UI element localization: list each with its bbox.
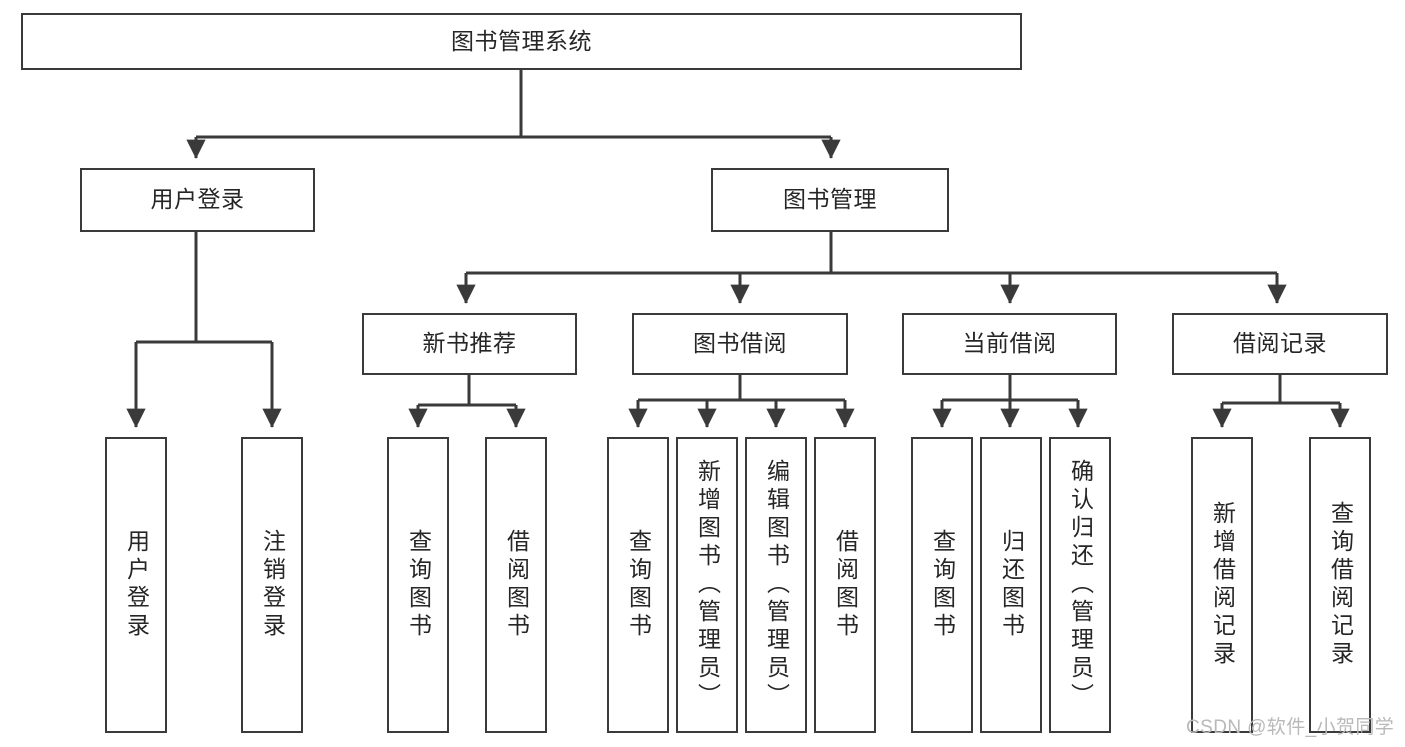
node-book-borrow-label: 图书借阅 [693, 330, 787, 357]
node-leaf-borrow-book-2-label: 借阅图书 [832, 529, 859, 641]
node-leaf-add-book-label: 新增图书（管理员） [694, 459, 721, 711]
node-leaf-query-book-1-label: 查询图书 [405, 529, 432, 641]
node-leaf-query-record[interactable]: 查询借阅记录 [1309, 437, 1371, 733]
node-leaf-user-login-label: 用户登录 [123, 529, 150, 641]
node-borrow-record[interactable]: 借阅记录 [1172, 313, 1388, 375]
node-leaf-add-book[interactable]: 新增图书（管理员） [676, 437, 738, 733]
node-leaf-borrow-book-1-label: 借阅图书 [503, 529, 530, 641]
node-user-login[interactable]: 用户登录 [80, 168, 315, 232]
node-new-book-recommend[interactable]: 新书推荐 [362, 313, 577, 375]
node-current-borrow-label: 当前借阅 [962, 330, 1057, 357]
node-leaf-borrow-book-1[interactable]: 借阅图书 [485, 437, 547, 733]
node-leaf-confirm-return-label: 确认归还（管理员） [1067, 459, 1094, 711]
node-new-book-recommend-label: 新书推荐 [422, 330, 517, 357]
node-book-borrow[interactable]: 图书借阅 [632, 313, 848, 375]
node-leaf-query-book-3[interactable]: 查询图书 [911, 437, 973, 733]
node-user-login-label: 用户登录 [150, 186, 245, 213]
node-leaf-edit-book[interactable]: 编辑图书（管理员） [745, 437, 807, 733]
node-leaf-return-book[interactable]: 归还图书 [980, 437, 1042, 733]
node-leaf-user-login[interactable]: 用户登录 [105, 437, 167, 733]
node-leaf-logout-label: 注销登录 [259, 529, 286, 641]
node-leaf-add-record[interactable]: 新增借阅记录 [1191, 437, 1253, 733]
node-leaf-query-record-label: 查询借阅记录 [1327, 501, 1354, 669]
node-book-manage[interactable]: 图书管理 [711, 168, 949, 232]
node-root-label: 图书管理系统 [451, 27, 592, 54]
node-leaf-query-book-2-label: 查询图书 [625, 529, 652, 641]
node-leaf-add-record-label: 新增借阅记录 [1209, 501, 1236, 669]
node-leaf-query-book-3-label: 查询图书 [929, 529, 956, 641]
node-leaf-query-book-2[interactable]: 查询图书 [607, 437, 669, 733]
node-leaf-borrow-book-2[interactable]: 借阅图书 [814, 437, 876, 733]
node-leaf-confirm-return[interactable]: 确认归还（管理员） [1049, 437, 1111, 733]
node-leaf-query-book-1[interactable]: 查询图书 [387, 437, 449, 733]
node-borrow-record-label: 借阅记录 [1233, 330, 1327, 357]
node-leaf-edit-book-label: 编辑图书（管理员） [763, 459, 790, 711]
node-root[interactable]: 图书管理系统 [21, 13, 1022, 70]
node-leaf-logout[interactable]: 注销登录 [241, 437, 303, 733]
node-book-manage-label: 图书管理 [783, 186, 877, 213]
node-current-borrow[interactable]: 当前借阅 [902, 313, 1117, 375]
watermark-text: CSDN @软件_小贺同学 [1186, 717, 1395, 738]
node-leaf-return-book-label: 归还图书 [998, 529, 1025, 641]
